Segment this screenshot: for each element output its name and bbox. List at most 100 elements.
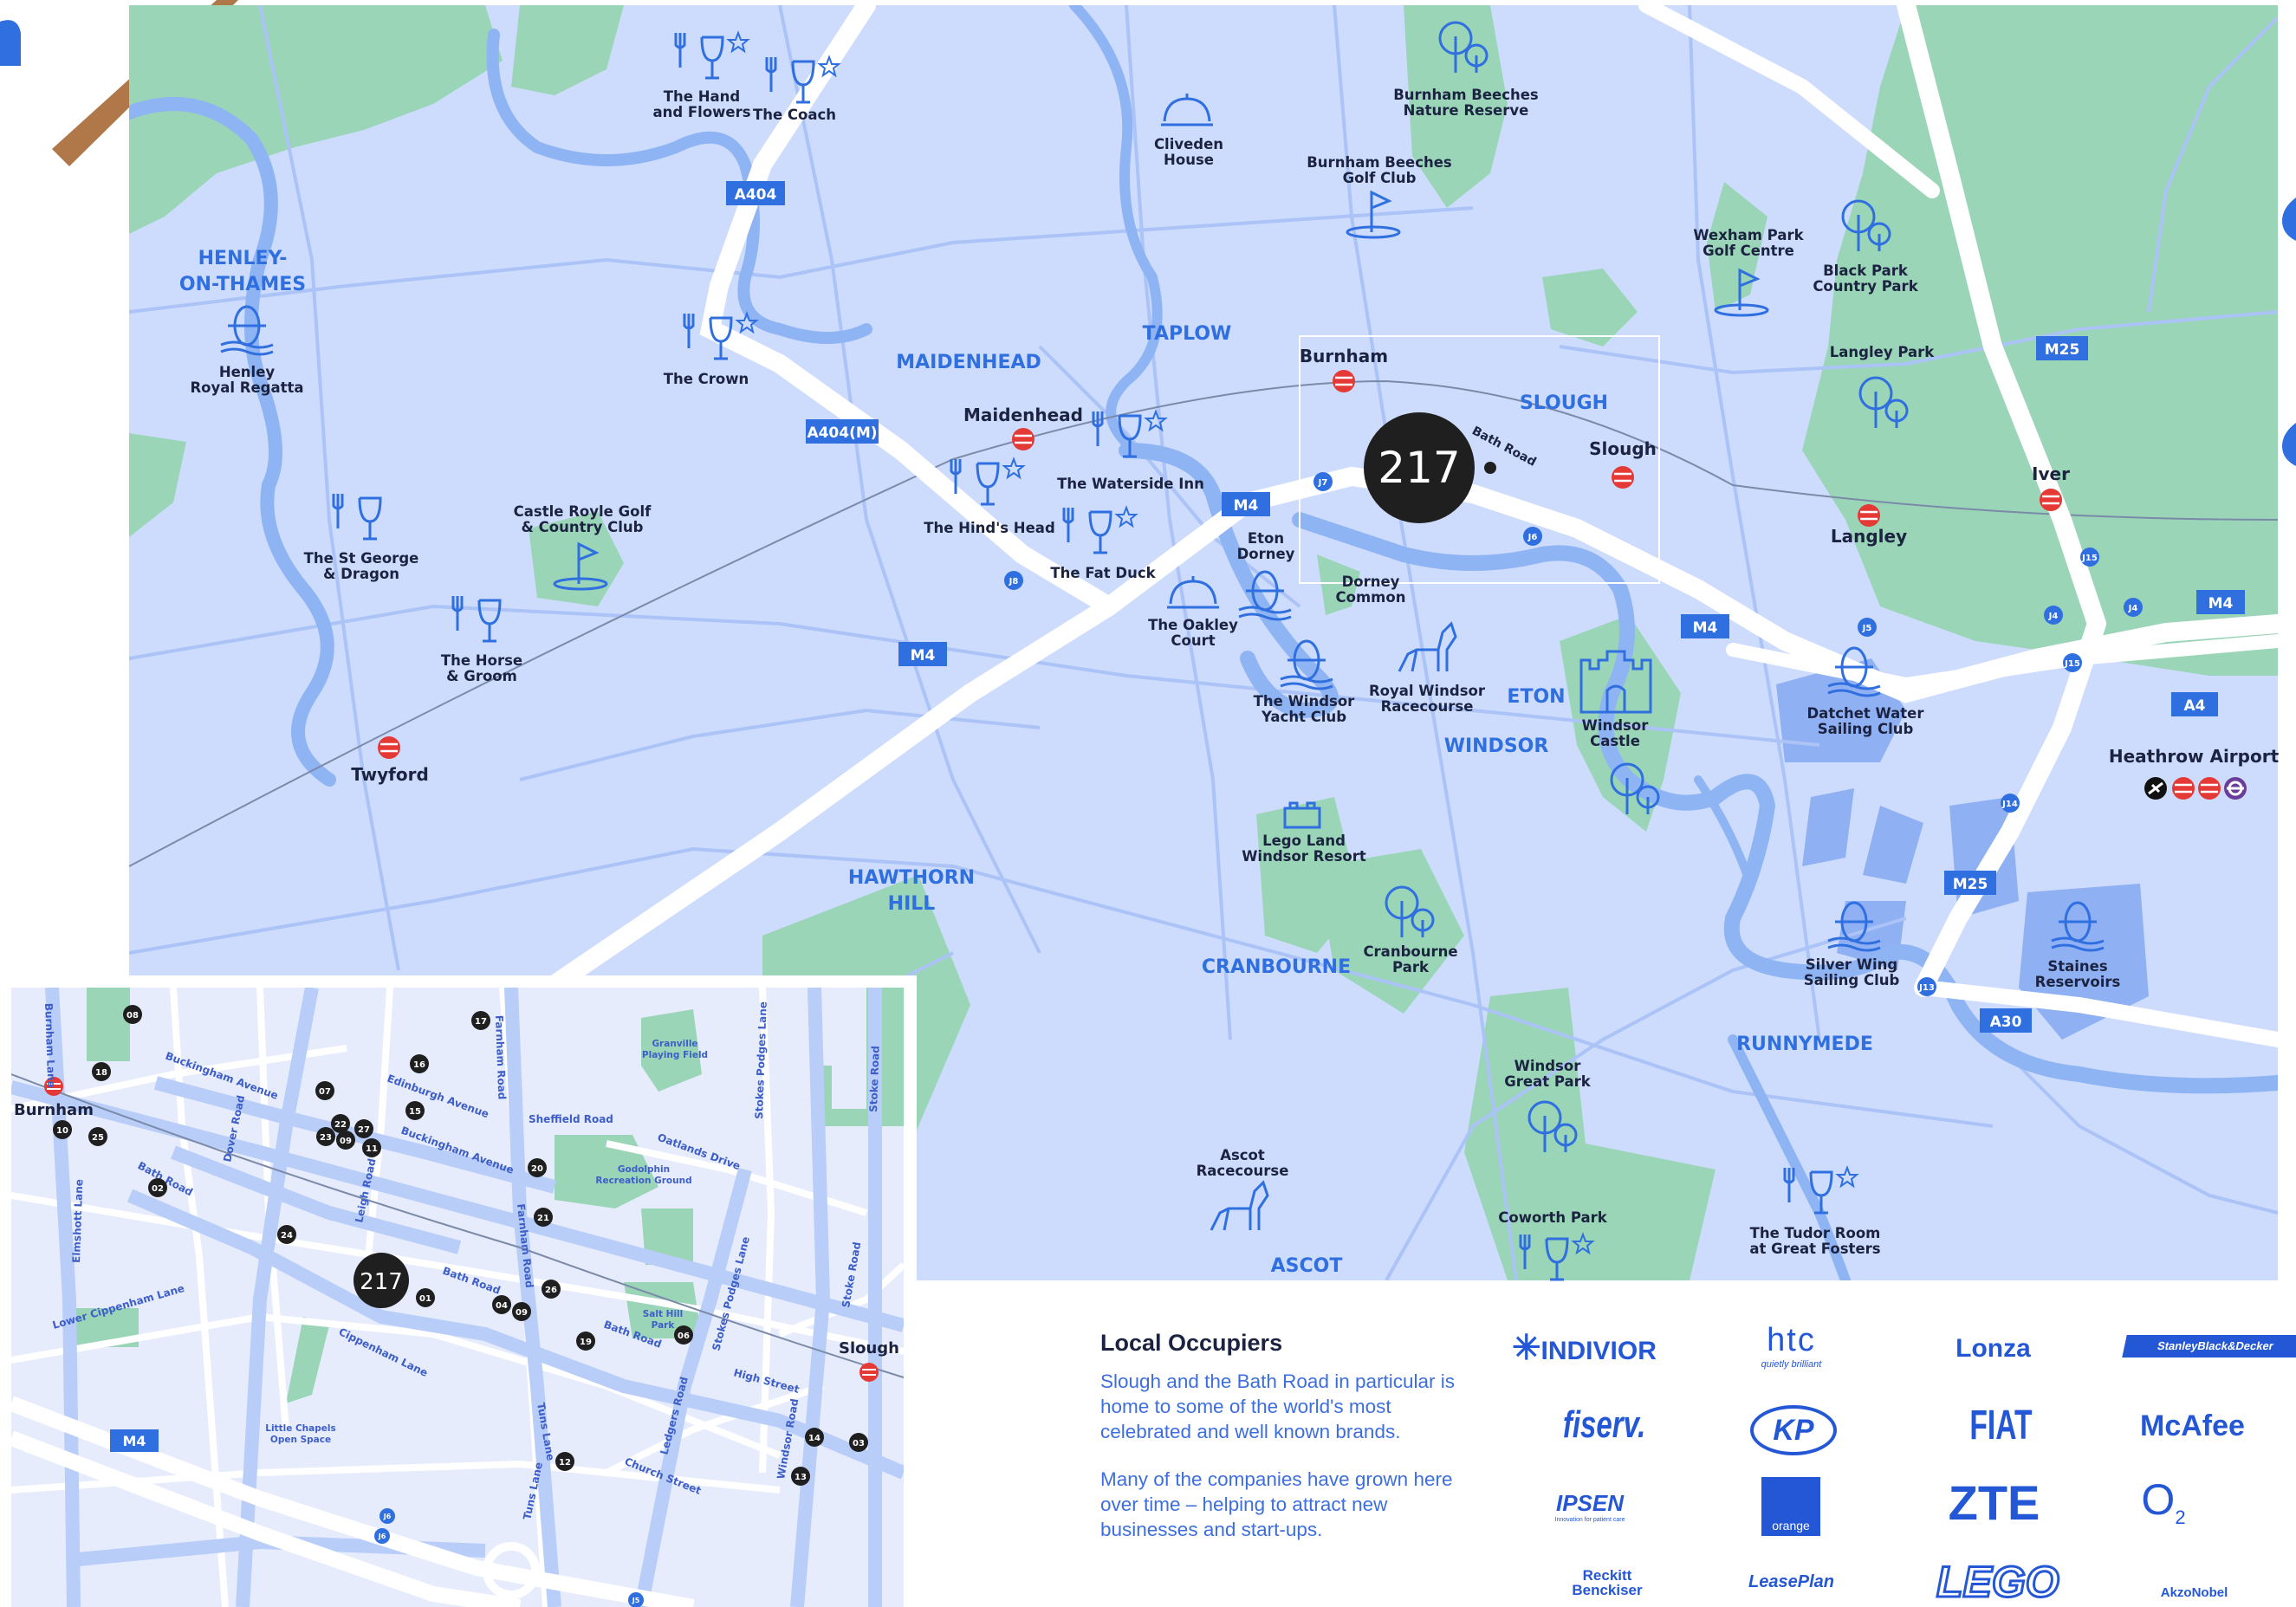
poi-label: The Coach [753,107,836,123]
occupier-dot: 22 [331,1114,350,1133]
road-shield: A4 [2171,692,2218,716]
logo-stanley: StanleyBlack&Decker [2122,1335,2296,1358]
tree-icon [1610,762,1660,814]
snowflake-icon: ✳ [1512,1329,1541,1367]
sailing-icon [1280,639,1333,690]
poi-label: Ascot [1220,1147,1265,1163]
inset-parks [69,988,904,1403]
svg-text:J15: J15 [2081,554,2098,563]
restaurant-icon [1062,505,1138,554]
poi-label: Yacht Club [1261,709,1346,725]
occupiers-para-1: Slough and the Bath Road in particular i… [1100,1370,1456,1442]
occupier-dot: 14 [805,1428,824,1447]
restaurant-icon [683,311,759,360]
road-shields: A404 A404(M) M4 M4 M4 M25 M25 A4 A30 M4 [726,181,2245,1033]
svg-text:17: 17 [475,1017,487,1027]
occupier-dot: 06 [674,1325,693,1345]
poi-labels: The Hand and Flowers The Coach Cliveden … [190,87,2120,1257]
restaurant-icon [765,55,841,104]
svg-text:01: 01 [419,1294,431,1304]
junction-dot: J7 [1313,472,1333,491]
inset-station-burnham: Burnham [14,1101,94,1119]
station-label: Burnham [1300,346,1388,366]
poi-label: The Hand [664,88,740,105]
airport-label: Heathrow Airport [2109,746,2280,767]
svg-text:18: 18 [95,1068,107,1078]
logo-fiat: FIAT [1969,1403,2033,1448]
svg-text:J7: J7 [1318,478,1328,488]
site-number: 217 [1378,443,1460,493]
horse-icon [1398,621,1457,672]
inset-junction: J6 [374,1528,390,1544]
occupiers-para-2: Many of the companies have grown here ov… [1100,1468,1453,1540]
inset-junction: J6 [379,1508,395,1524]
svg-text:13: 13 [795,1473,807,1482]
poi-label: Royal Windsor [1369,683,1486,699]
place-taplow: TAPLOW [1143,323,1232,345]
svg-text:M25: M25 [2045,341,2080,359]
restaurant-icon [1092,409,1168,458]
svg-text:J6: J6 [378,1532,386,1540]
occupier-dot: 13 [791,1467,810,1486]
road-shield: M4 [2196,590,2245,614]
poi-label: Country Park [1813,278,1918,295]
poi-label: The St George [304,550,419,567]
poi-label: & Groom [446,668,517,684]
svg-text:J6: J6 [1527,533,1538,542]
rail-icon [1012,428,1034,450]
golf-icon [1714,268,1769,317]
svg-text:A4: A4 [2184,697,2206,715]
poi-label: Sailing Club [1804,972,1900,988]
occupier-dot: 16 [410,1054,429,1073]
occupier-dot: 23 [316,1127,335,1146]
rail-icon [44,1077,63,1096]
poi-label: Royal Regatta [190,379,303,396]
road-shield: M25 [1944,871,1996,895]
svg-text:J8: J8 [1009,577,1019,586]
road-shield: M4 [898,642,947,666]
occupier-dot: 09 [336,1131,355,1150]
svg-text:02: 02 [152,1184,164,1194]
svg-text:A404(M): A404(M) [807,424,877,442]
inset-site-number: 217 [360,1269,403,1295]
lego-icon [1283,801,1321,829]
svg-text:Granville: Granville [652,1039,697,1049]
svg-text:Salt Hill: Salt Hill [643,1309,684,1319]
poi-label: & Dragon [323,566,399,582]
occupier-dot: 26 [542,1280,561,1299]
svg-text:J14: J14 [2001,800,2018,809]
poi-label: Staines [2047,958,2107,975]
svg-text:M4: M4 [1234,497,1259,515]
sailing-icon [1827,646,1881,697]
junction-dot: J4 [2124,598,2143,617]
road-shield: M25 [2036,336,2088,360]
poi-label: Windsor [1582,717,1650,734]
occupier-dot: 10 [53,1120,72,1139]
svg-text:03: 03 [853,1439,865,1448]
poi-label: Castle [1590,733,1640,749]
poi-label: Silver Wing [1806,956,1897,973]
place-labels: HENLEY- ON-THAMES MAIDENHEAD TAPLOW SLOU… [179,248,1873,1277]
svg-text:Stoke Road: Stoke Road [867,1046,882,1112]
road-shield: M4 [1222,492,1270,516]
poi-label: Black Park [1823,262,1909,279]
restaurant-icon [674,30,750,80]
poi-label: Windsor [1514,1058,1582,1074]
edge-decoration [2282,423,2296,466]
svg-text:11: 11 [366,1144,378,1154]
svg-text:A30: A30 [1990,1014,2022,1031]
sailing-icon [2051,901,2105,952]
poi-icons [220,21,2105,1281]
inset-roundabout [483,1542,540,1599]
road-shield: A404 [726,181,785,205]
svg-text:J5: J5 [632,1597,640,1604]
svg-text:22: 22 [334,1120,347,1130]
inset-park-labels: Granville Playing Field Godolphin Recrea… [265,1039,708,1445]
svg-text:19: 19 [580,1338,592,1347]
poi-label: The Windsor [1254,693,1356,710]
stations: Burnham Maidenhead Slough Langley Iver T… [351,346,2070,785]
svg-text:25: 25 [92,1133,104,1143]
rail-icon [2040,489,2062,511]
poi-label: at Great Fosters [1749,1241,1880,1257]
